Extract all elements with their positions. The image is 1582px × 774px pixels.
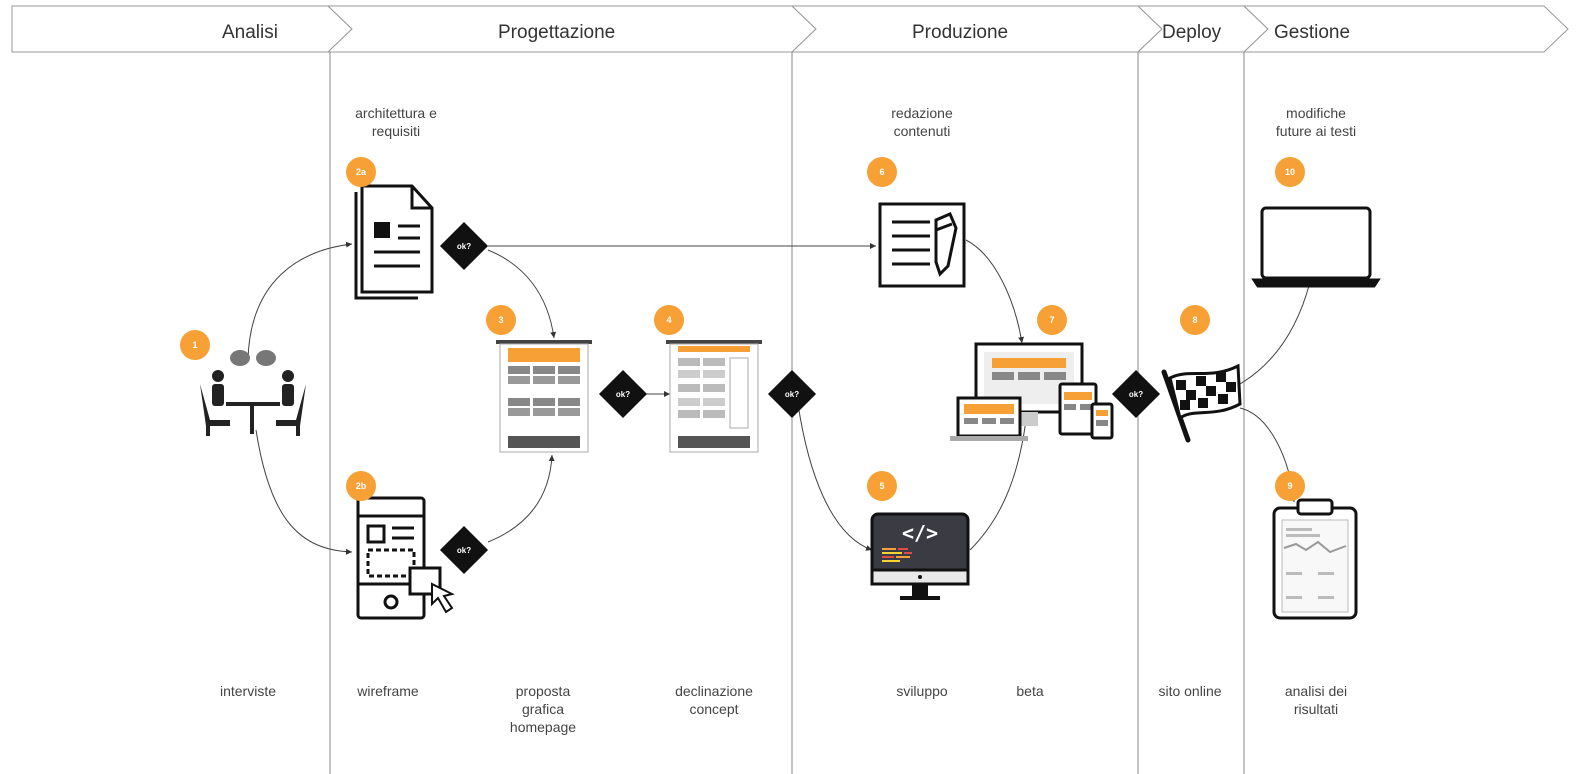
homepage-mockup-icon [496, 340, 592, 453]
label-analisi-risultati: analisi dei risultati [1284, 683, 1348, 717]
label-interviste: interviste [219, 683, 277, 699]
laptop-icon [1251, 206, 1381, 288]
label-sviluppo: sviluppo [896, 683, 948, 699]
step-badge-2a: 2a [346, 157, 376, 187]
step-badge-10: 10 [1275, 157, 1305, 187]
decision-label: ok? [615, 389, 631, 399]
responsive-devices-icon [950, 342, 1114, 441]
connector [255, 429, 353, 555]
mobile-wireframe-icon [356, 496, 455, 620]
step-badge-4: 4 [654, 305, 684, 335]
connector [487, 249, 557, 339]
step-badge-8: 8 [1180, 305, 1210, 335]
label-wireframe: wireframe [357, 683, 419, 699]
svg-text:</>: </> [902, 521, 938, 545]
connector [797, 403, 873, 551]
document-icon [354, 184, 434, 300]
decision-node: ok? [1111, 369, 1161, 419]
label-sito-online: sito online [1158, 683, 1222, 699]
connector [247, 241, 353, 361]
decision-label: ok? [1128, 389, 1144, 399]
label-proposta: proposta grafica homepage [509, 683, 577, 735]
connector [487, 454, 555, 543]
clipboard-report-icon [1272, 498, 1358, 620]
step-badge-5: 5 [867, 471, 897, 501]
content-writing-icon [878, 202, 966, 288]
checkered-flag-icon [1161, 363, 1242, 443]
concept-mockup-icon [666, 340, 762, 453]
decision-label: ok? [456, 241, 472, 251]
label-modifiche: modifiche future ai testi [1275, 105, 1357, 139]
step-badge-3: 3 [486, 305, 516, 335]
phase-gestione: Gestione [1274, 22, 1351, 43]
connector [1239, 281, 1311, 385]
decision-node: ok? [439, 221, 489, 271]
meeting-icon [200, 350, 306, 436]
step-badge-9: 9 [1275, 471, 1305, 501]
label-architettura: architettura e requisiti [355, 105, 437, 139]
step-badge-1: 1 [180, 330, 210, 360]
phase-arrow-analisi [11, 5, 353, 53]
phase-analisi: Analisi [222, 22, 278, 43]
decision-node: ok? [598, 369, 648, 419]
step-badge-6: 6 [867, 157, 897, 187]
decision-node: ok? [439, 525, 489, 575]
phase-deploy: Deploy [1162, 22, 1222, 43]
code-monitor-icon: </> [870, 512, 970, 600]
phase-progettazione: Progettazione [498, 22, 616, 43]
phase-arrow-gestione [1242, 5, 1569, 53]
step-badge-7: 7 [1037, 305, 1067, 335]
label-beta: beta [1016, 683, 1044, 699]
decision-node: ok? [767, 369, 817, 419]
label-redazione: redazione contenuti [891, 105, 953, 139]
label-declinazione: declinazione concept [675, 683, 753, 717]
decision-label: ok? [784, 389, 800, 399]
step-badge-2b: 2b [346, 471, 376, 501]
phase-produzione: Produzione [912, 22, 1009, 43]
decision-label: ok? [456, 545, 472, 555]
connector [965, 239, 1024, 344]
